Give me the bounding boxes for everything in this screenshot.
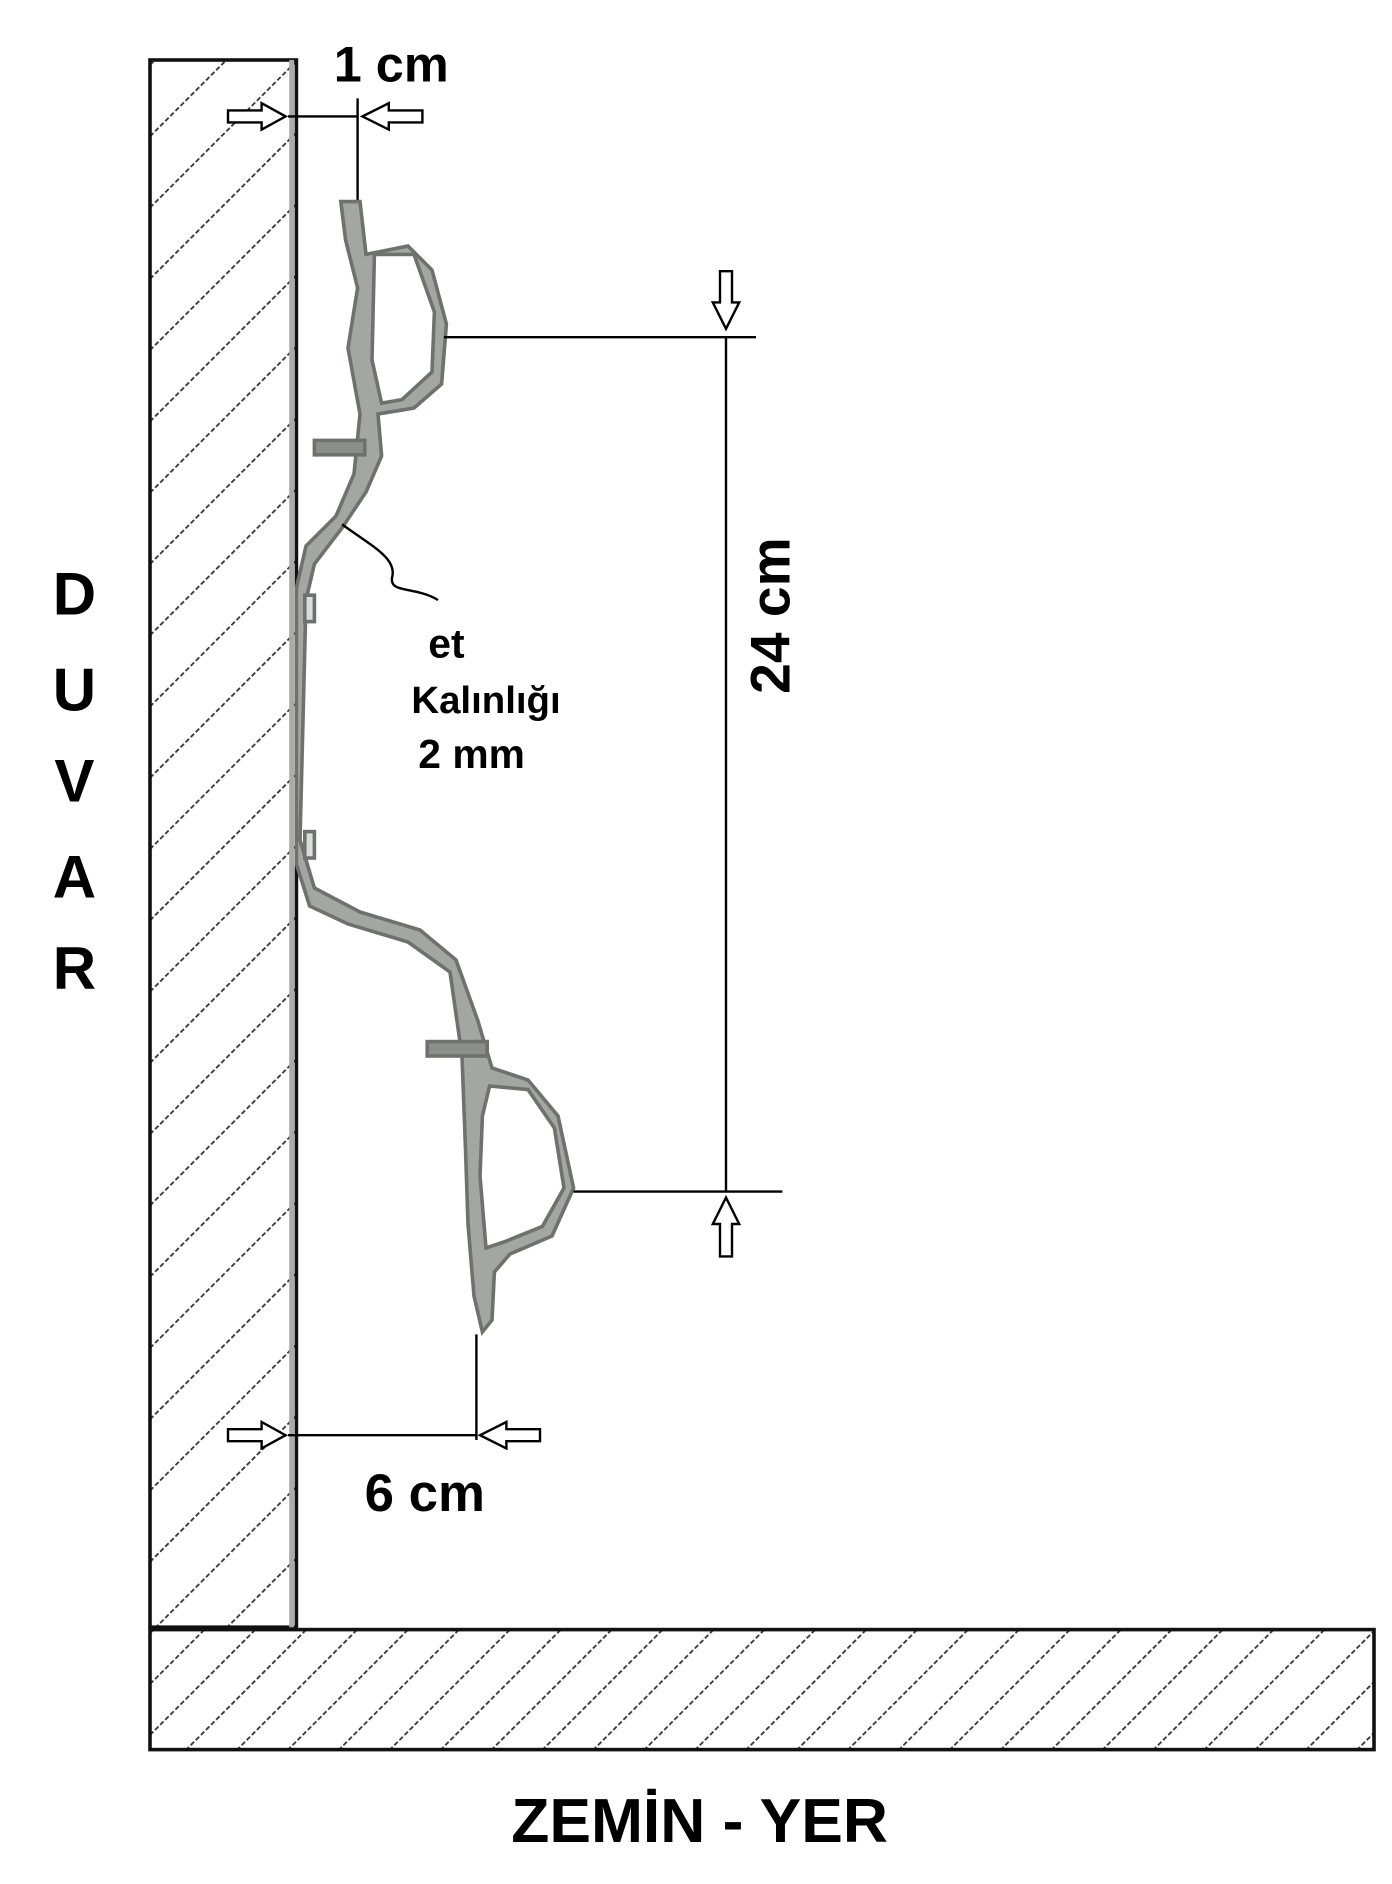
wall [148, 58, 299, 1629]
wall-label: D U V A R [53, 560, 96, 1001]
thickness-leader [341, 523, 439, 602]
arrow-up-icon [710, 1194, 742, 1258]
bottom-gap-dimension: 6 cm [226, 1334, 542, 1523]
arrow-left-icon [477, 1420, 542, 1451]
thickness-label-2: Kalınlığı [411, 679, 560, 722]
bottom-gap-label: 6 cm [365, 1464, 485, 1523]
wall-letter: V [54, 748, 94, 815]
top-gap-dimension: 1 cm [226, 36, 449, 202]
arrow-right-icon [226, 101, 289, 132]
wall-letter: D [53, 560, 96, 627]
bolt-icon [312, 438, 367, 457]
floor-label: ZEMİN - YER [511, 1787, 888, 1856]
height-dimension: 24 cm [444, 270, 802, 1258]
wall-letter: A [53, 844, 96, 911]
wall-letter: R [53, 935, 96, 1002]
height-label: 24 cm [740, 537, 802, 693]
arrow-down-icon [710, 270, 742, 332]
arrow-left-icon [359, 101, 424, 132]
top-gap-label: 1 cm [334, 36, 449, 93]
bracket [294, 199, 576, 1337]
thickness-label-3: 2 mm [418, 731, 525, 777]
thickness-label-1: et [428, 621, 465, 667]
wall-letter: U [53, 656, 96, 723]
arrow-right-icon [226, 1419, 289, 1451]
floor [148, 1627, 1376, 1752]
bolt-icon [425, 1039, 489, 1058]
